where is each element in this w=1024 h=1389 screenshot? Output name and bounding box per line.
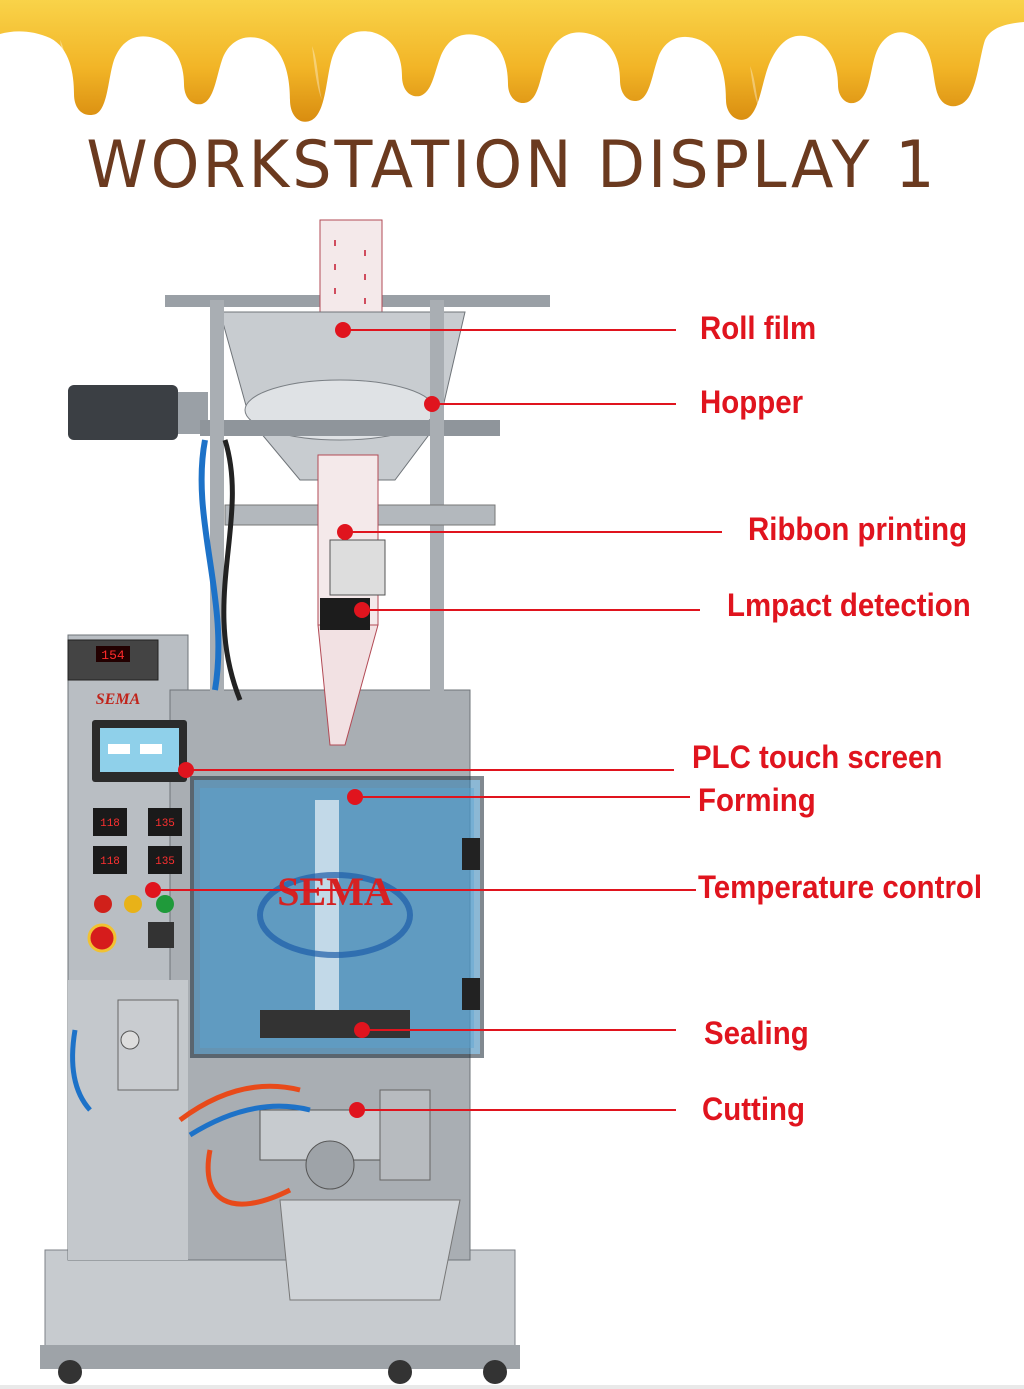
emergency-stop-button [87, 923, 117, 953]
svg-text:118: 118 [100, 856, 120, 868]
temp-controller [148, 808, 182, 836]
motor [68, 385, 178, 440]
label-forming: Forming [698, 782, 816, 818]
callout-roll-film [335, 322, 676, 338]
brand-logo: SEMA [277, 869, 393, 914]
label-hopper: Hopper [700, 384, 804, 420]
forming-tube [315, 800, 339, 1030]
svg-text:135: 135 [155, 818, 175, 830]
honey-drip-icon [0, 0, 1024, 122]
svg-text:118: 118 [100, 818, 120, 830]
green-button [156, 895, 174, 913]
bottom-divider [0, 1385, 1024, 1389]
label-sealing: Sealing [704, 1015, 809, 1051]
temp-controller [93, 846, 127, 874]
temp-controller [148, 846, 182, 874]
page-title: WORKSTATION DISPLAY 1 [86, 126, 938, 203]
callout-forming [347, 789, 690, 805]
caster-wheel [58, 1360, 82, 1384]
sealing-jaws [260, 1010, 410, 1038]
yellow-button [124, 895, 142, 913]
selector-switch [148, 922, 174, 948]
callout-hopper [424, 396, 676, 412]
ribbon-printer [329, 539, 386, 596]
temp-controller [93, 808, 127, 836]
callout-temperature-control [145, 882, 696, 898]
red-button [94, 895, 112, 913]
svg-text:135: 135 [155, 856, 175, 868]
brand-plate: SEMA [96, 691, 141, 708]
callout-ribbon-printing [337, 524, 722, 540]
label-roll-film: Roll film [700, 310, 817, 346]
label-ribbon-printing: Ribbon printing [748, 511, 968, 547]
discharge-chute [279, 1199, 461, 1301]
counter-display: 154 [101, 648, 125, 663]
label-cutting: Cutting [702, 1091, 805, 1127]
label-temperature-control: Temperature control [698, 869, 983, 905]
label-impact-detection: Lmpact detection [727, 587, 971, 623]
callout-sealing [354, 1022, 676, 1038]
callout-plc-touch-screen [178, 762, 674, 778]
callout-impact-detection [354, 602, 700, 618]
label-plc-touch-screen: PLC touch screen [692, 739, 943, 775]
callout-cutting [349, 1102, 676, 1118]
